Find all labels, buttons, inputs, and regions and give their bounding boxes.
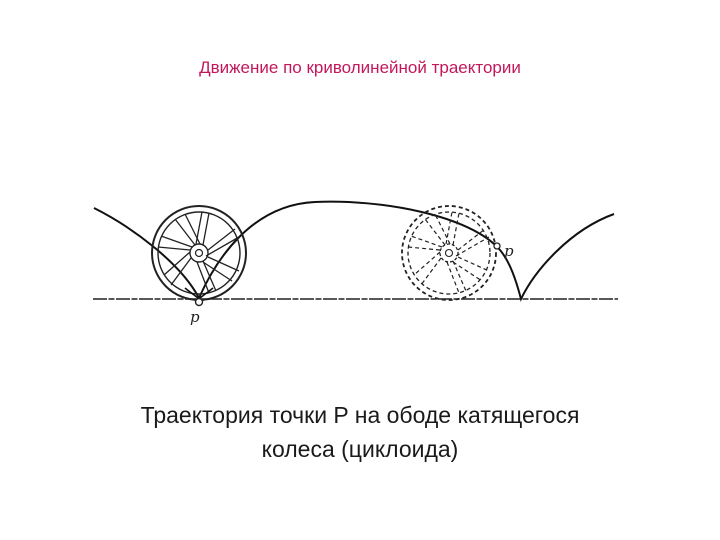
caption-line-2: колеса (циклоида) xyxy=(261,436,459,462)
caption-line-1: Траектория точки P на ободе катящегося xyxy=(140,402,580,428)
slide-title: Движение по криволинейной траектории xyxy=(199,58,521,77)
point-p-left-label: p xyxy=(190,308,200,326)
cycloid-curve xyxy=(93,200,615,302)
wheel-right-dashed xyxy=(401,205,497,301)
point-p-right-marker xyxy=(493,242,501,250)
wheel-left xyxy=(151,205,247,301)
point-p-left-marker xyxy=(194,297,204,307)
point-p-right-label: p xyxy=(504,242,514,260)
caption: Траектория точки P на ободе катящегося к… xyxy=(0,398,720,466)
